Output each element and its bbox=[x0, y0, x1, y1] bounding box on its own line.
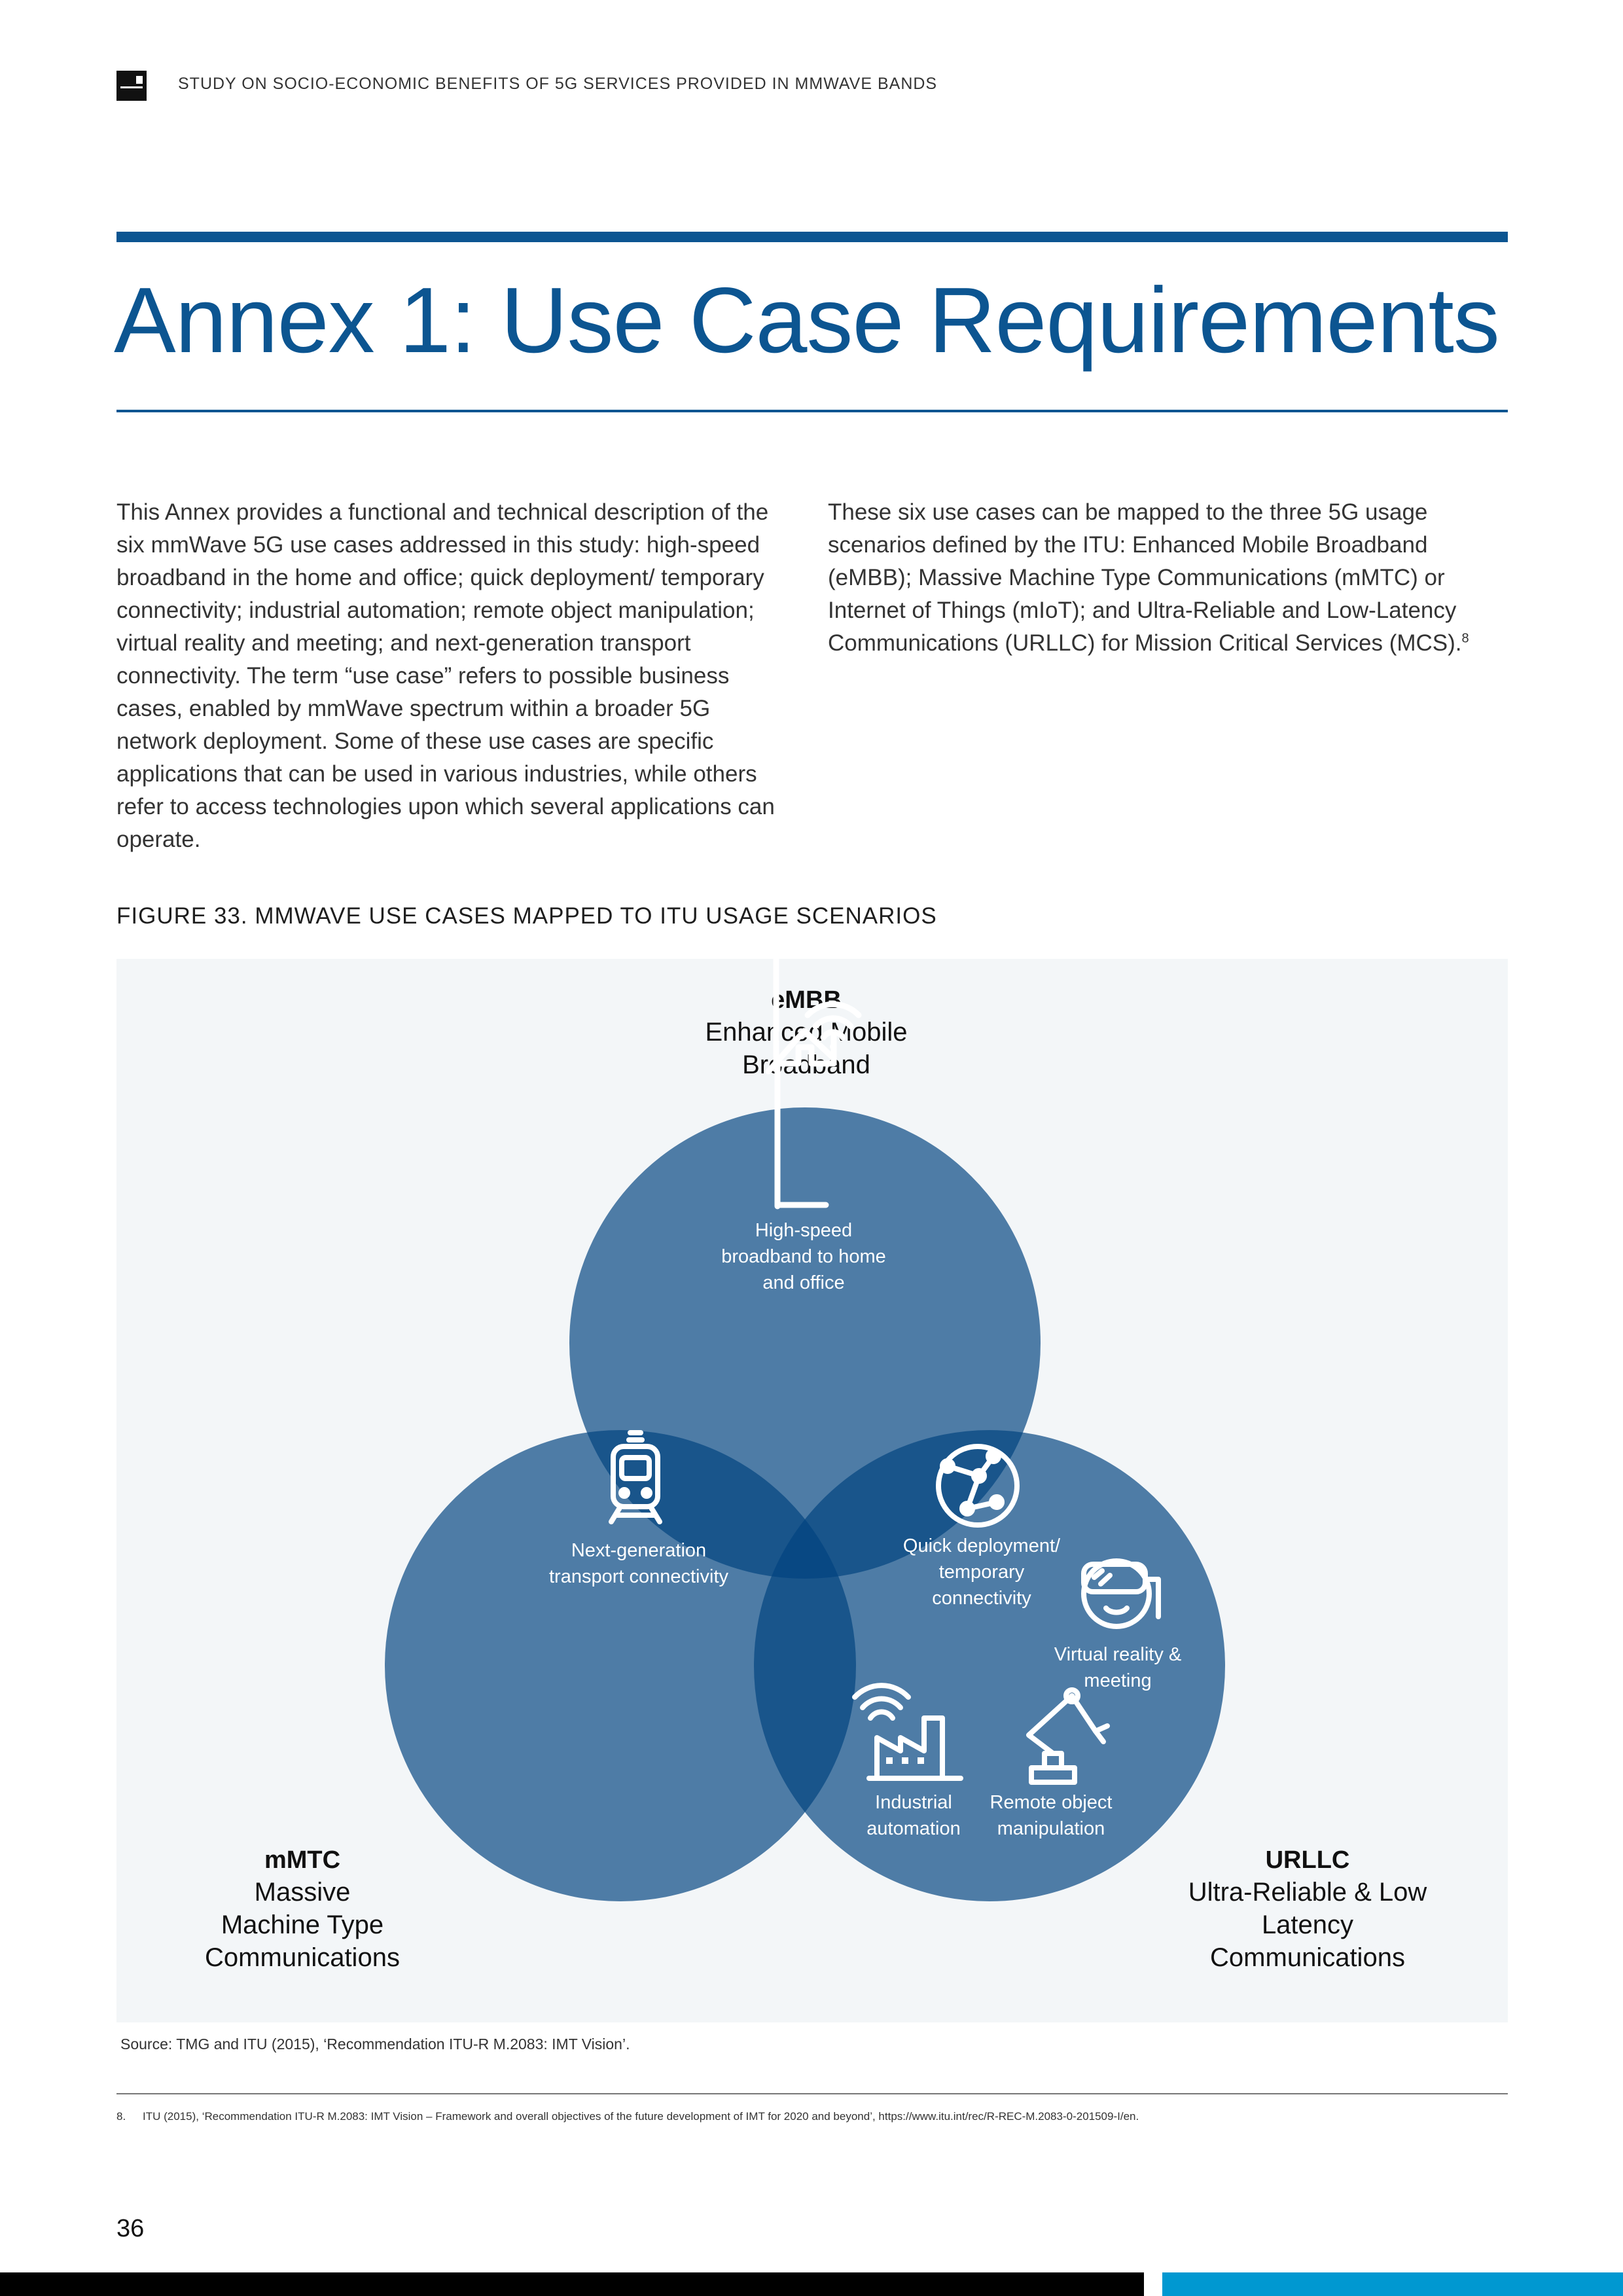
publisher-logo bbox=[116, 71, 147, 101]
footnote-reference: 8 bbox=[1461, 631, 1469, 646]
title-bottom-rule bbox=[116, 410, 1508, 412]
circle-mmtc bbox=[385, 1430, 856, 1901]
page-number: 36 bbox=[116, 2215, 145, 2242]
body-column-left: This Annex provides a functional and tec… bbox=[116, 499, 775, 852]
use-case-label-remote-line2: manipulation bbox=[997, 1818, 1105, 1839]
scenario-abbr-embb: eMBB bbox=[771, 986, 842, 1014]
footnote: 8. ITU (2015), ‘Recommendation ITU-R M.20… bbox=[116, 2110, 1139, 2123]
vr-headset-icon bbox=[1081, 1558, 1161, 1629]
use-case-label-transport-line1: Next-generation bbox=[571, 1540, 706, 1561]
scenario-name-mmtc-line2: Machine Type bbox=[221, 1910, 383, 1939]
scenario-name-mmtc-line1: Massive bbox=[255, 1878, 351, 1907]
scenario-name-mmtc-line3: Communications bbox=[205, 1943, 400, 1972]
use-case-label-transport-line2: transport connectivity bbox=[549, 1566, 729, 1587]
house-wifi-icon bbox=[765, 1028, 837, 1210]
scenario-name-urllc-line3: Communications bbox=[1210, 1943, 1405, 1972]
use-case-broadband bbox=[765, 1028, 837, 1210]
footnote-rule bbox=[116, 2093, 1508, 2094]
use-case-broadband-icon-body bbox=[773, 959, 862, 1067]
footer-bar-dark bbox=[0, 2272, 1144, 2296]
scenario-label-embb: eMBB Enhanced Mobile Broadband bbox=[705, 986, 907, 1079]
figure-source: Source: TMG and ITU (2015), ‘Recommendat… bbox=[120, 2036, 630, 2053]
circle-urllc bbox=[754, 1430, 1225, 1901]
use-case-label-broadband-line3: and office bbox=[762, 1272, 844, 1293]
use-case-label-broadband-line2: broadband to home bbox=[721, 1246, 886, 1267]
robot-arm-icon bbox=[1026, 1687, 1110, 1785]
use-case-label-quick-line3: connectivity bbox=[932, 1588, 1031, 1609]
use-case-label-broadband-line1: High-speed bbox=[755, 1220, 852, 1241]
use-case-label-vr-line2: meeting bbox=[1084, 1670, 1151, 1691]
body-column-right-text: These six use cases can be mapped to the… bbox=[828, 499, 1462, 656]
train-icon bbox=[609, 1430, 662, 1524]
running-header: STUDY ON SOCIO-ECONOMIC BENEFITS OF 5G S… bbox=[178, 75, 938, 93]
use-case-label-quick-line2: temporary bbox=[939, 1562, 1025, 1583]
title-top-rule bbox=[116, 232, 1508, 242]
venn-diagram: eMBB Enhanced Mobile Broadband mMTC Mass… bbox=[205, 959, 1427, 1972]
use-case-label-remote-line1: Remote object bbox=[990, 1792, 1113, 1813]
scenario-abbr-mmtc: mMTC bbox=[264, 1846, 340, 1874]
use-case-label-vr-line1: Virtual reality & bbox=[1054, 1644, 1182, 1665]
factory-wifi-icon bbox=[852, 1683, 963, 1781]
scenario-name-embb-line2: Broadband bbox=[742, 1050, 870, 1079]
body-column-right: These six use cases can be mapped to the… bbox=[828, 496, 1508, 660]
scenario-name-urllc-line2: Latency bbox=[1262, 1910, 1353, 1939]
scenario-label-urllc: URLLC Ultra-Reliable & Low Latency Commu… bbox=[1188, 1846, 1427, 1972]
footnote-text: ITU (2015), ‘Recommendation ITU-R M.2083… bbox=[143, 2110, 1139, 2123]
scenario-abbr-urllc: URLLC bbox=[1266, 1846, 1350, 1874]
use-case-label-quick-line1: Quick deployment/ bbox=[903, 1535, 1061, 1556]
use-case-label-industrial-line2: automation bbox=[866, 1818, 961, 1839]
footer-bar-accent bbox=[1162, 2272, 1623, 2296]
network-globe-icon bbox=[936, 1444, 1020, 1528]
footnote-number: 8. bbox=[116, 2110, 126, 2123]
venn-circles bbox=[385, 1107, 1225, 1901]
page-title: Annex 1: Use Case Requirements bbox=[114, 268, 1500, 372]
use-case-label-industrial-line1: Industrial bbox=[875, 1792, 952, 1813]
scenario-name-urllc-line1: Ultra-Reliable & Low bbox=[1188, 1878, 1427, 1907]
figure-caption: FIGURE 33. MMWAVE USE CASES MAPPED TO IT… bbox=[116, 903, 937, 929]
venn-figure: eMBB Enhanced Mobile Broadband mMTC Mass… bbox=[116, 959, 1508, 2022]
scenario-label-mmtc: mMTC Massive Machine Type Communications bbox=[205, 1846, 400, 1972]
